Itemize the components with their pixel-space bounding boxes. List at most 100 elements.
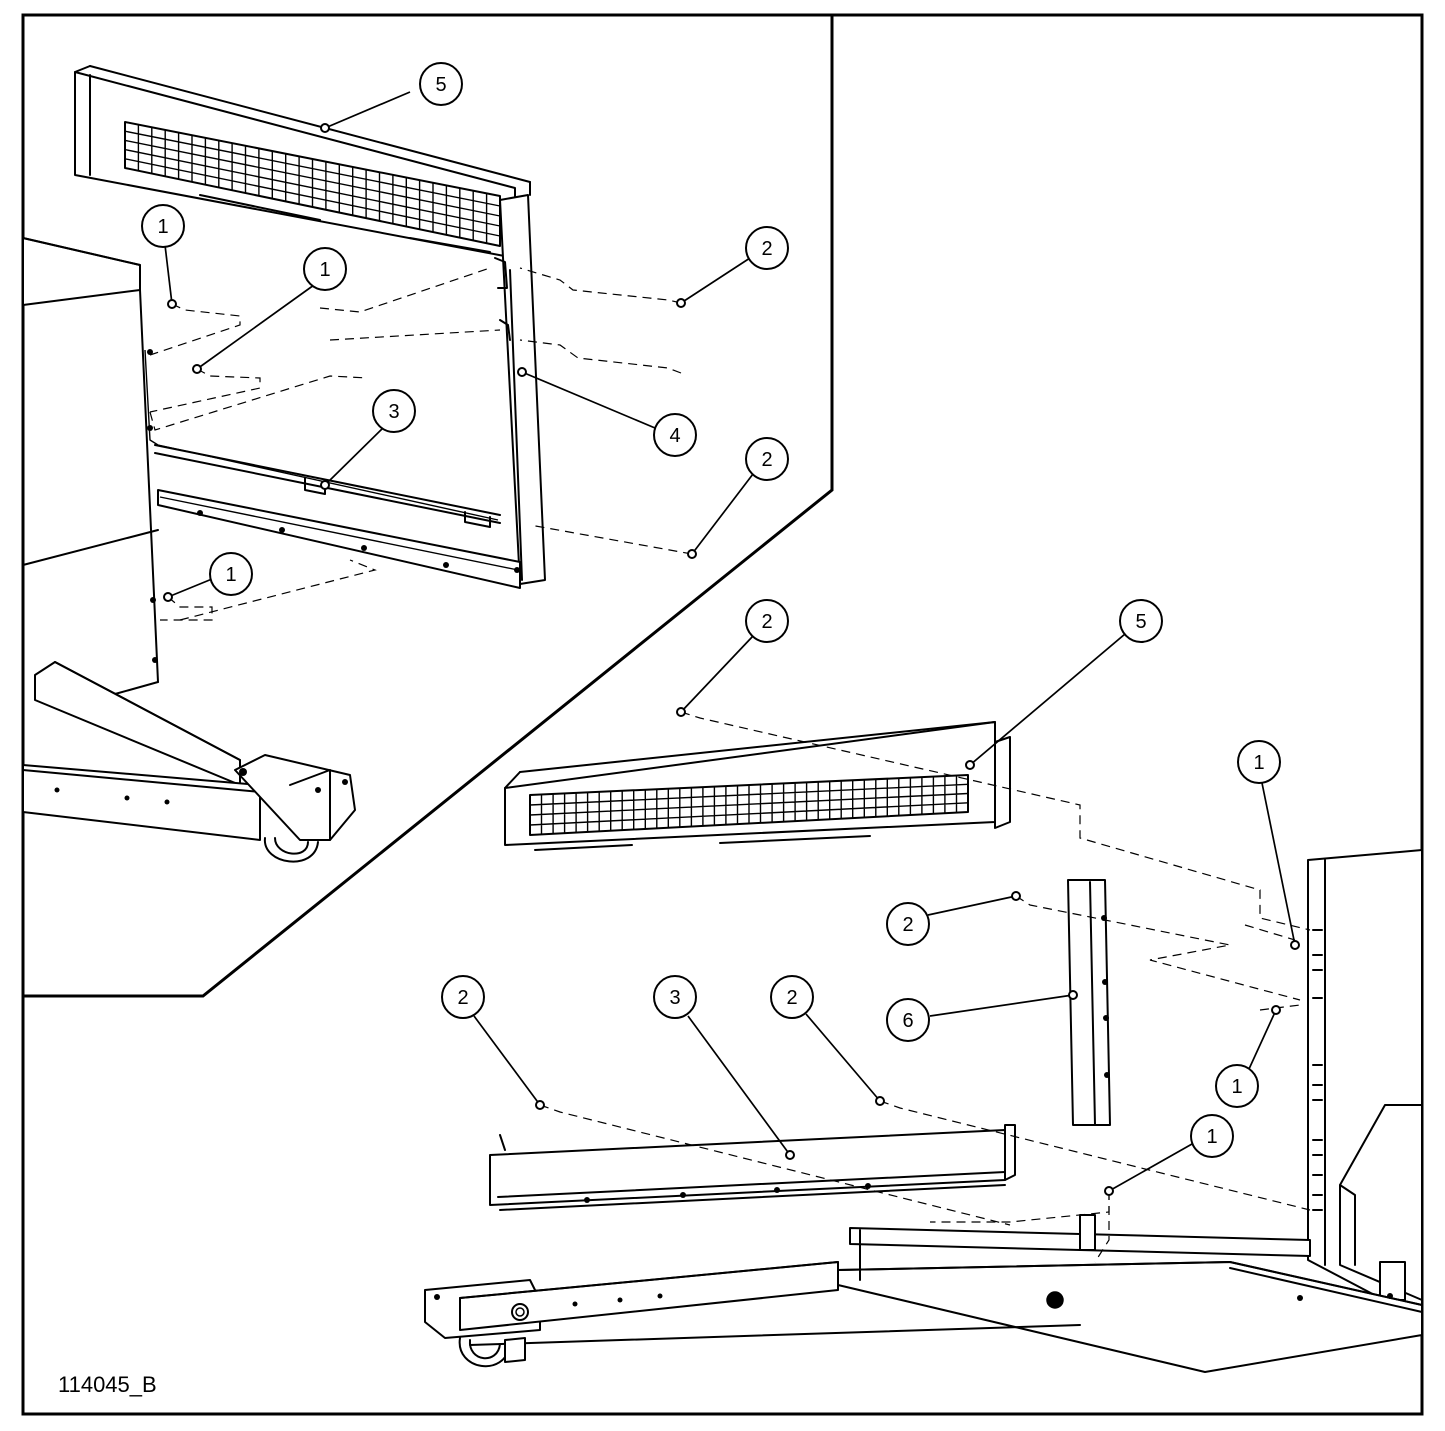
callout-6: 6 [886, 990, 1078, 1042]
callout-label: 1 [1253, 752, 1264, 774]
callout-bubble [1215, 1064, 1259, 1108]
hardware-point [1068, 990, 1078, 1000]
callout-bubble [745, 599, 789, 643]
callout-label: 3 [669, 987, 680, 1009]
leader-line [196, 284, 315, 370]
callout-label: 2 [457, 987, 468, 1009]
main-view [424, 711, 1423, 1373]
hardware-point [1011, 891, 1021, 901]
hardware-point [167, 299, 177, 309]
hardware-paths [539, 711, 1311, 1263]
callout-bubble [141, 204, 185, 248]
callout-4: 4 [517, 367, 697, 457]
drawing-border [21, 13, 1424, 1416]
callout-bubble [653, 975, 697, 1019]
callout-label: 5 [1135, 611, 1146, 633]
hardware-paths-detail [149, 267, 693, 621]
hardware-point [1104, 1186, 1114, 1196]
callout-2: 2 [886, 891, 1021, 946]
hardware-point [535, 1100, 545, 1110]
bottom-bracket [489, 1124, 1016, 1211]
leader-line [929, 994, 1074, 1017]
louvered-top-panel-detail [74, 65, 531, 259]
callout-1: 1 [163, 552, 253, 602]
callout-label: 1 [225, 564, 236, 586]
leader-line [1248, 1009, 1277, 1070]
hardware-point [517, 367, 527, 377]
callout-label: 2 [786, 987, 797, 1009]
callout-3: 3 [653, 975, 795, 1160]
leader-line [805, 1013, 881, 1102]
leader-line [680, 635, 754, 713]
callout-2: 2 [770, 975, 885, 1106]
callout-label: 2 [761, 611, 772, 633]
hardware-point [1271, 1005, 1281, 1015]
callout-1: 1 [1215, 1005, 1281, 1108]
callout-label: 3 [388, 401, 399, 423]
hardware-point [676, 298, 686, 308]
callout-2: 2 [676, 226, 789, 308]
hardware-point [676, 707, 686, 717]
callout-1: 1 [1104, 1114, 1234, 1196]
leader-line [1108, 1143, 1193, 1192]
callout-label: 1 [1231, 1076, 1242, 1098]
callout-bubble [770, 975, 814, 1019]
callout-label: 5 [435, 74, 446, 96]
hardware-point [320, 123, 330, 133]
hardware-point [320, 480, 330, 490]
callout-bubble [745, 226, 789, 270]
callout-label: 2 [902, 914, 913, 936]
callout-label: 1 [157, 216, 168, 238]
base-arm-detail [22, 661, 356, 863]
leader-line [969, 633, 1126, 766]
callout-bubble [886, 998, 930, 1042]
hardware-point [1290, 940, 1300, 950]
callout-bubble [886, 902, 930, 946]
leader-line [521, 371, 656, 429]
callout-label: 6 [902, 1010, 913, 1032]
leader-line [473, 1015, 541, 1106]
leader-line [324, 427, 384, 486]
leader-line [164, 244, 173, 305]
hardware-point [687, 549, 697, 559]
hardware-point [785, 1150, 795, 1160]
drawing-number: 114045_B [58, 1372, 157, 1397]
cabinet-side-detail [22, 237, 159, 695]
callout-bubble [419, 62, 463, 106]
hardware-point [163, 592, 173, 602]
base-arm [424, 1261, 1081, 1368]
callout-label: 2 [761, 238, 772, 260]
callout-2: 2 [687, 437, 789, 559]
leader-line [687, 1015, 791, 1156]
cabinet-side [1307, 849, 1423, 1321]
callout-1: 1 [192, 247, 347, 374]
callout-bubble [653, 413, 697, 457]
callout-bubble [1190, 1114, 1234, 1158]
callout-label: 4 [669, 425, 680, 447]
hardware-point [875, 1096, 885, 1106]
callout-label: 1 [319, 259, 330, 281]
leader-line [1261, 782, 1296, 946]
hardware-point [192, 364, 202, 374]
callout-bubble [303, 247, 347, 291]
callout-3: 3 [320, 389, 416, 490]
leader-line [324, 91, 411, 129]
callout-bubble [372, 389, 416, 433]
leader-line [680, 257, 751, 304]
detail-view [22, 65, 693, 863]
vertical-post [1067, 879, 1111, 1126]
detail-view-border [23, 13, 834, 998]
hardware-point [965, 760, 975, 770]
callout-bubble [745, 437, 789, 481]
callout-bubble [1237, 740, 1281, 784]
base-frame [837, 1214, 1423, 1373]
bottom-bracket-detail [157, 477, 521, 589]
callout-2: 2 [676, 599, 789, 717]
side-frame-detail [494, 194, 546, 585]
callout-1: 1 [141, 204, 185, 309]
callout-bubble [1119, 599, 1163, 643]
leader-line [927, 895, 1017, 916]
